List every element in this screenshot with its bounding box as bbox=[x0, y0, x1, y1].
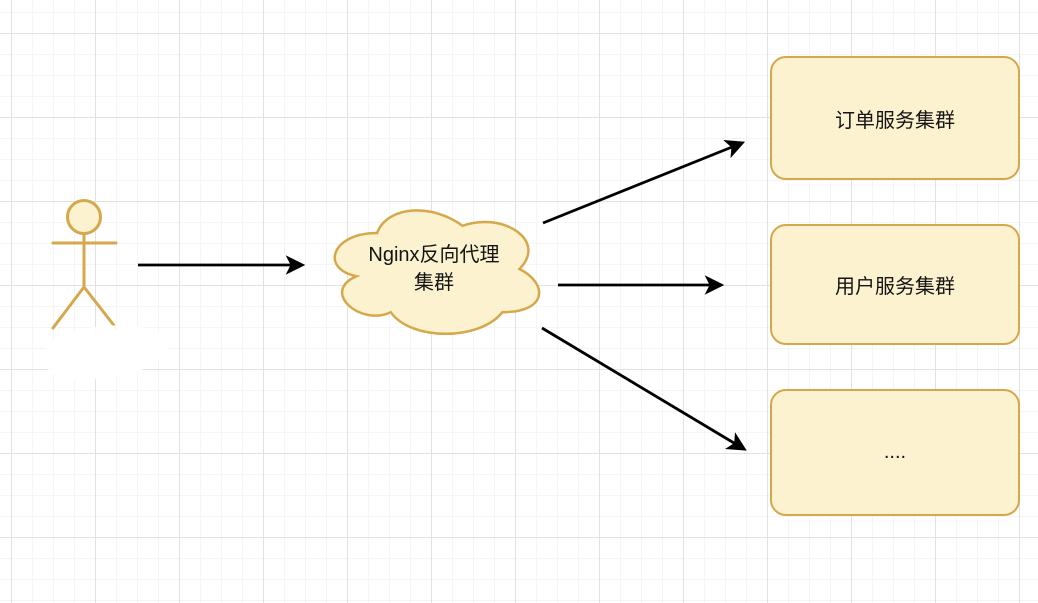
actor-legs bbox=[51, 285, 118, 330]
actor-head bbox=[66, 199, 102, 235]
node-order-service-cluster-label: 订单服务集群 bbox=[835, 109, 955, 132]
arrow-nginx-to-more[interactable] bbox=[541, 326, 747, 451]
node-user-service-cluster-label: 用户服务集群 bbox=[835, 276, 955, 298]
node-more-services-label: .... bbox=[883, 441, 907, 463]
cloud-shape[interactable] bbox=[333, 209, 541, 336]
node-user-service-cluster[interactable]: 用户服务集群 bbox=[770, 224, 1020, 345]
node-more-services[interactable]: .... bbox=[770, 389, 1020, 516]
arrow-nginx-to-orders[interactable] bbox=[542, 139, 746, 225]
node-order-service-cluster[interactable]: 订单服务集群 bbox=[770, 56, 1020, 180]
actor-figure[interactable] bbox=[51, 199, 118, 330]
